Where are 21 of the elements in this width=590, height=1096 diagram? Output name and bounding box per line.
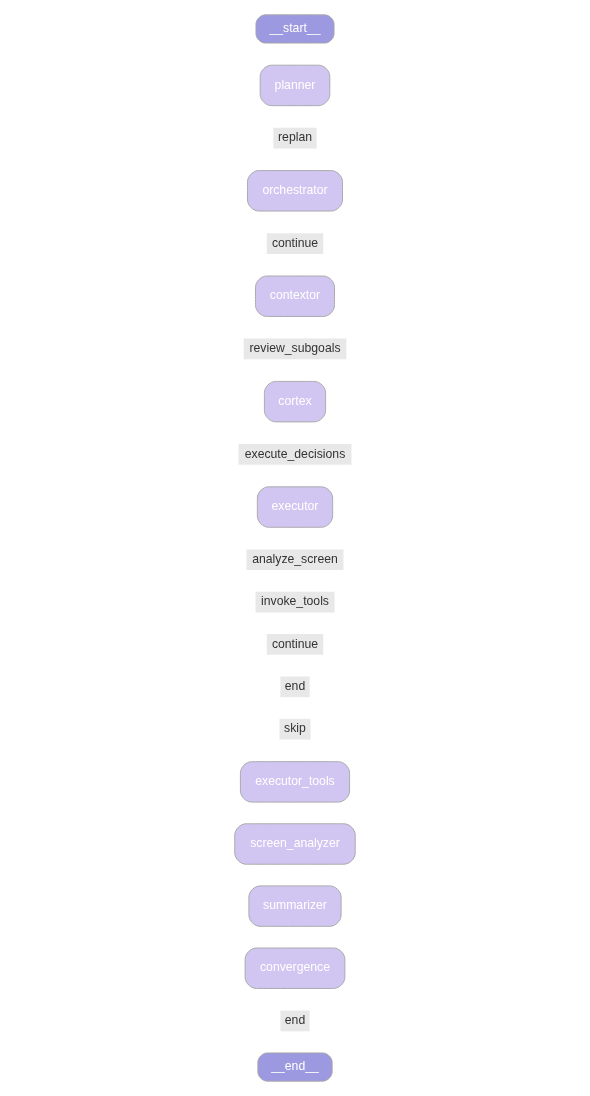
node-box: screen_analyzer (234, 823, 356, 865)
node-box: summarizer (248, 885, 342, 927)
label: end (284, 1013, 306, 1028)
label: end (284, 679, 306, 694)
label: skip (284, 721, 306, 736)
node-box: contextor (255, 275, 335, 317)
label: review_subgoals (249, 341, 341, 356)
node-box: orchestrator (247, 170, 343, 212)
node-box: __end__ (257, 1052, 333, 1082)
node-box: convergence (244, 947, 346, 989)
label: continue (271, 235, 319, 250)
label: analyze_screen (252, 551, 338, 566)
node-box: __start__ (255, 14, 335, 44)
node-box: executor_tools (239, 761, 351, 803)
node-box: planner (259, 64, 331, 107)
node-box: executor (256, 486, 334, 528)
node-box: cortex (263, 380, 327, 423)
label: execute_decisions (244, 446, 346, 461)
label: invoke_tools (261, 594, 329, 609)
label: replan (278, 130, 312, 145)
label: continue (271, 636, 319, 651)
